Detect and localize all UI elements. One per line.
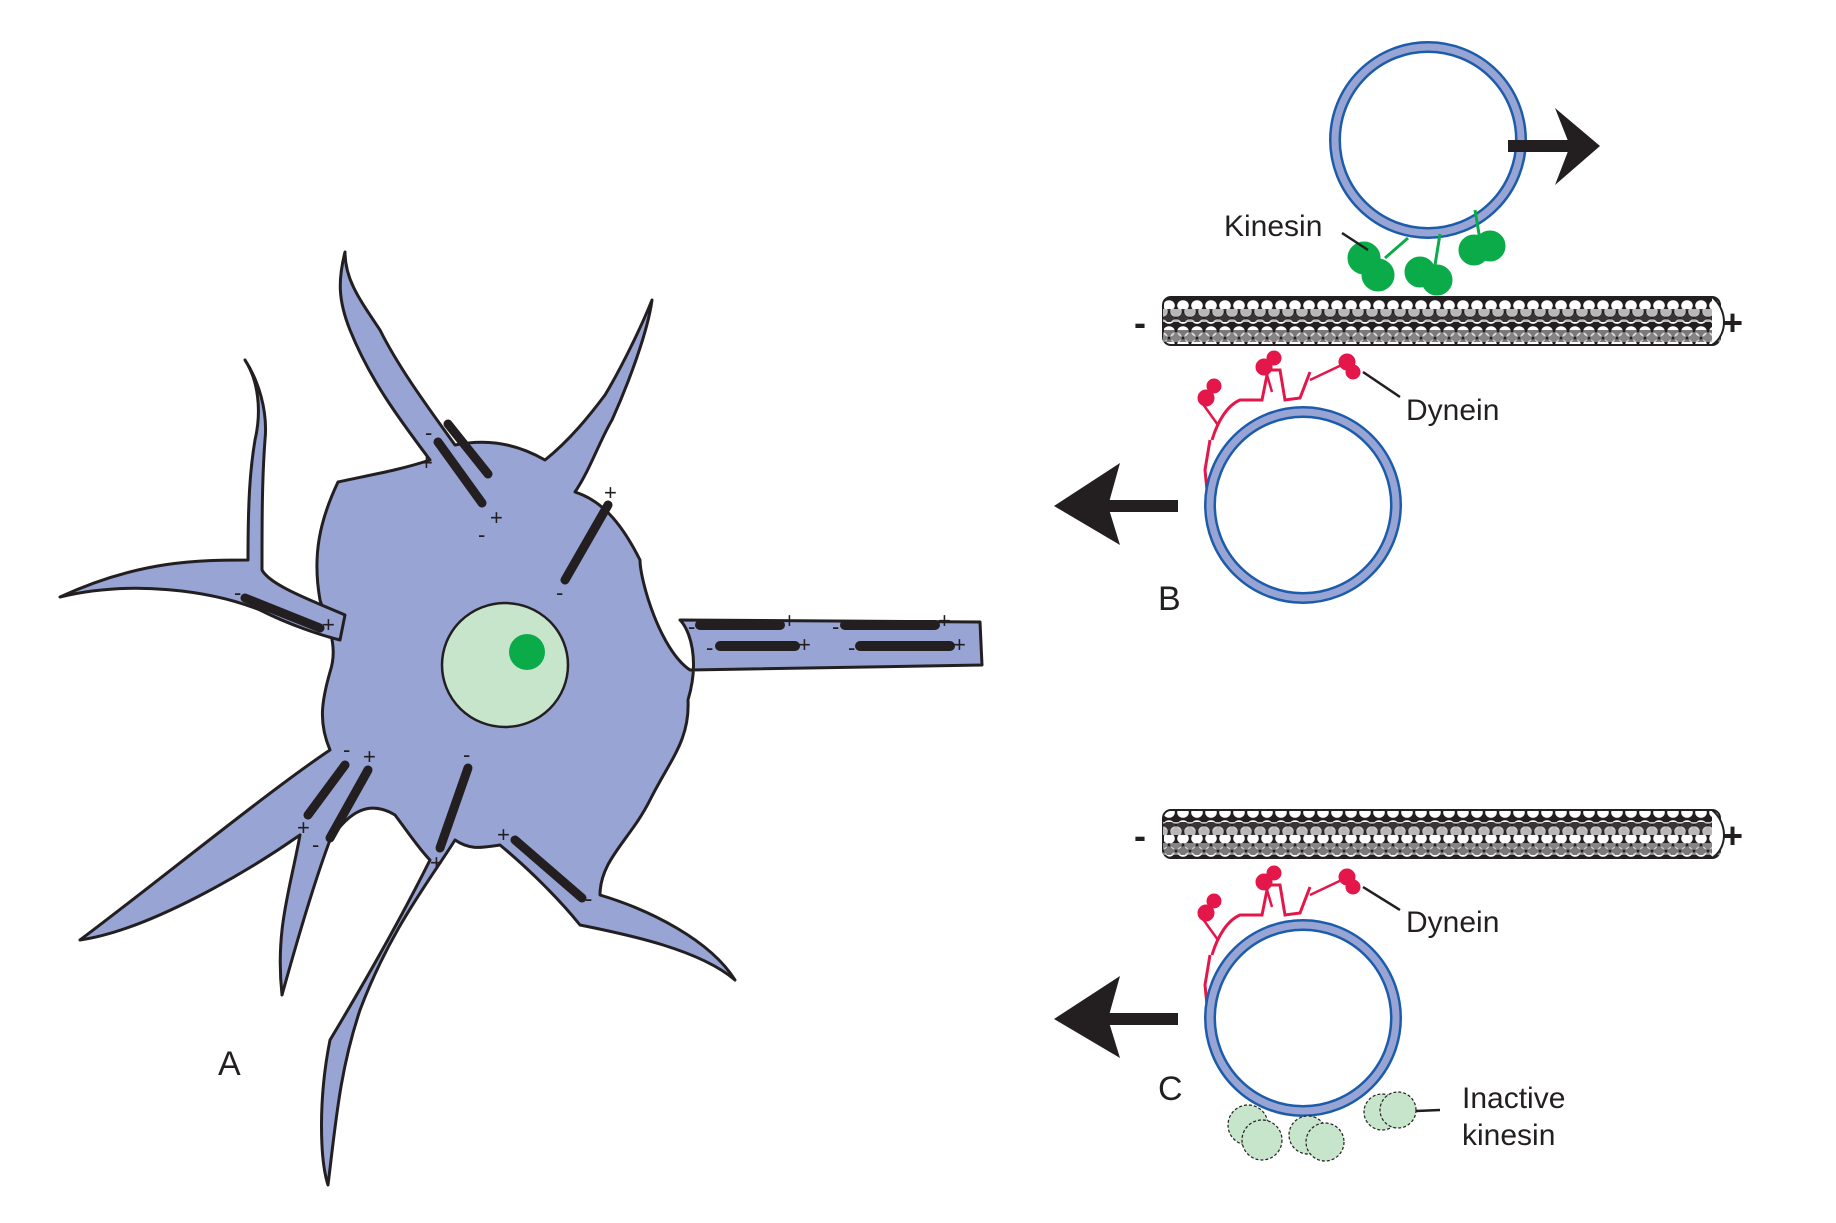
minus-mark: - [706,635,713,660]
microtubule-c [1162,809,1725,859]
microtubule [433,437,487,508]
kinesin-head [1421,264,1453,296]
inactive-kinesin-head [1241,1119,1283,1161]
nucleolus [509,634,545,670]
inactive-kinesin-head [1379,1091,1417,1129]
panel-label-a: A [218,1045,241,1083]
dynein-head [1197,389,1215,407]
plus-mark: + [497,822,510,847]
microtubule [303,760,350,820]
inactive-kinesin-leader-line [1415,1108,1441,1113]
neuron-microtubules [240,419,955,903]
plus-mark: + [798,632,811,657]
minus-mark: - [556,580,563,605]
microtubule-b [1162,296,1725,346]
inactive-kinesin-head [1305,1122,1345,1162]
microtubule [240,593,325,633]
dendrite-upper-left [58,358,347,642]
microtubule [443,419,493,479]
right-arrow-icon [1508,108,1600,185]
kinesin-label: Kinesin [1224,210,1322,243]
dynein-leader-line [1362,370,1401,399]
minus-mark: - [478,522,485,547]
dynein-head [1266,865,1282,881]
minus-mark: - [688,614,695,639]
dynein-head [1345,879,1361,895]
vesicle-dynein-b-ring [1206,408,1400,602]
dynein-leader-line [1362,885,1401,912]
minus-mark: - [312,832,319,857]
plus-mark: + [953,632,966,657]
plus-mark: + [938,608,951,633]
dynein-head [1206,378,1222,394]
panel-c: - + Dynein [1054,809,1743,1162]
neuron-polarity-marks: - + + - + - - + - + - + - + - + - + + - … [234,420,966,911]
inactive-kinesin-label-line1: Inactive [1462,1082,1565,1115]
plus-mark: + [420,450,433,475]
minus-mark: - [343,737,350,762]
left-arrow-icon [1054,463,1178,545]
minus-mark: - [463,742,470,767]
inactive-kinesin-label-line2: kinesin [1462,1119,1555,1152]
minus-mark: - [585,886,592,911]
plus-mark: + [430,850,443,875]
dynein-label-c: Dynein [1406,906,1499,939]
microtubule [435,763,473,853]
microtubule [510,835,587,903]
plus-end-label: + [1722,815,1743,856]
minus-mark: - [234,580,241,605]
left-arrow-icon [1054,976,1178,1058]
panel-label-c: C [1158,1070,1183,1108]
dynein-head [1206,893,1222,909]
dynein-head [1266,350,1282,366]
dynein-head [1255,873,1273,891]
plus-mark: + [297,815,310,840]
microtubule [325,765,373,843]
panel-b: Kinesin - + Dyne [1054,41,1743,618]
kinesin-leader-line [1341,231,1369,252]
minus-mark: - [832,614,839,639]
kinesin-motors [1347,209,1506,296]
plus-end-label: + [1722,302,1743,343]
dynein-head [1197,904,1215,922]
microtubule [560,500,613,585]
dynein-head [1255,358,1273,376]
dynein-head [1345,364,1361,380]
plus-mark: + [604,480,617,505]
vesicle-dynein-c-ring [1206,921,1400,1115]
nucleus [440,601,570,729]
plus-mark: + [363,744,376,769]
minus-mark: - [425,420,432,445]
plus-mark: + [783,608,796,633]
panel-label-b: B [1158,580,1181,618]
kinesin-head [1361,258,1395,292]
plus-mark: + [322,612,335,637]
plus-mark: + [490,505,503,530]
neuron: - + + - + - - + - + - + - + - + - + + - … [58,250,984,1187]
minus-end-label: - [1134,815,1146,856]
kinesin-head [1474,230,1506,262]
dynein-label-b: Dynein [1406,394,1499,427]
minus-end-label: - [1134,302,1146,343]
minus-mark: - [848,635,855,660]
